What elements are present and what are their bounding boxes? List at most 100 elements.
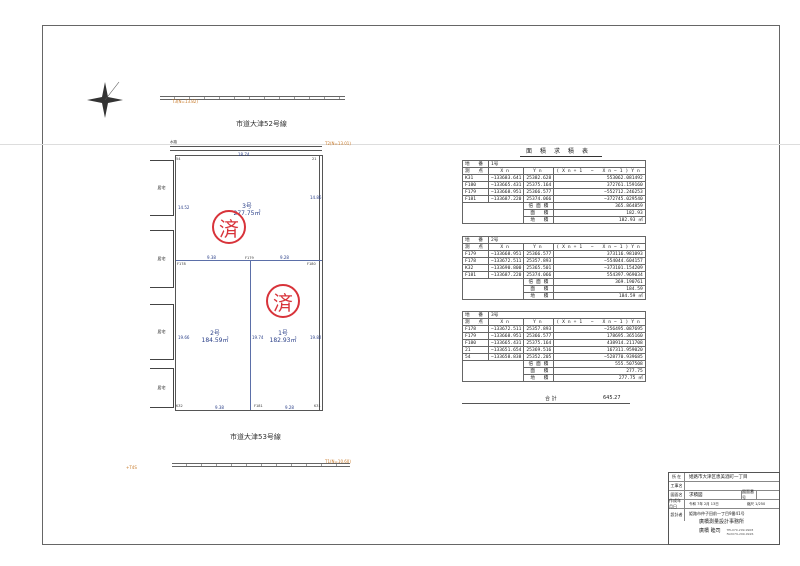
table-cell: F181 — [462, 195, 489, 203]
sum-number: 277.75 — [626, 368, 643, 374]
neighbor-house: 居宅 — [150, 304, 174, 360]
lot-name: 3号 — [242, 203, 252, 210]
table-cell: 25374.066 — [523, 271, 555, 279]
table-cell: F178 — [462, 325, 489, 333]
sum-value: 277.75 — [553, 367, 646, 375]
table-cell: 438914.211708 — [553, 339, 646, 347]
road-north-boundary — [170, 146, 322, 147]
table-cell: K32 — [462, 264, 489, 272]
table-cell: −372745.029540 — [553, 195, 646, 203]
table-cell: 25352.205 — [523, 353, 555, 361]
table-cell: −133651.654 — [487, 346, 525, 354]
table-cell: 554397.969034 — [553, 271, 646, 279]
road-south-label: 市道大津53号線 — [230, 433, 281, 441]
lot-outline — [175, 155, 323, 411]
marker-w: +T4S — [126, 465, 137, 470]
table-cell: 178695.365160 — [553, 332, 646, 340]
total-underline — [462, 403, 630, 404]
marker-nw: T3(N=13.82) — [172, 99, 198, 104]
lot-number-label: 地 番 — [462, 236, 489, 244]
sum-value: 182.93 — [553, 209, 646, 217]
column-header: 測 点 — [462, 167, 489, 175]
table-cell: 25365.501 — [523, 264, 555, 272]
sum-label: 面 積 — [523, 209, 555, 217]
blank-cell — [461, 202, 525, 224]
dim-right-2: 19.82 — [310, 335, 322, 340]
location-value: 姫路市大津区恵美酒町一丁目 — [689, 475, 748, 480]
location-label: 所 在 — [669, 473, 685, 481]
sum-label: 倍面積 — [523, 360, 555, 368]
table-cell: 25374.066 — [523, 195, 555, 203]
lot-area: 182.93㎡ — [269, 337, 297, 344]
table-cell: F180 — [462, 339, 489, 347]
approved-stamp: 済 — [212, 210, 246, 244]
lot-number-label: 地 番 — [462, 311, 489, 319]
table-cell: F178 — [462, 257, 489, 265]
sum-number: 184.59 — [626, 286, 643, 292]
point-label: F181 — [254, 404, 263, 408]
point-label: K32 — [176, 404, 183, 408]
column-header: Yn — [523, 318, 555, 326]
sum-label: 地 積 — [523, 216, 555, 224]
total-label: 合 計 — [545, 396, 557, 402]
road-south-edge — [172, 463, 350, 467]
dim-right: 14.86 — [310, 195, 322, 200]
table-cell: −554044.604157 — [553, 257, 646, 265]
table-cell: −133668.951 — [487, 188, 525, 196]
table-cell: −133668.951 — [487, 332, 525, 340]
number-label: 図面番号 — [741, 489, 757, 500]
table-cell: 25382.628 — [523, 174, 555, 182]
designer-office: 廣橋測量設計事務所 — [699, 519, 745, 525]
sum-value: 277.75 ㎡ — [553, 374, 646, 382]
table-cell: −133658.838 — [487, 353, 525, 361]
scale-value: 1/250 — [755, 502, 766, 506]
table-cell: F181 — [462, 271, 489, 279]
table-cell: −133690.800 — [487, 264, 525, 272]
sum-label: 地 積 — [523, 292, 555, 300]
sum-number: 182.93 — [626, 210, 643, 216]
sum-label: 面 積 — [523, 367, 555, 375]
blank-cell — [461, 278, 525, 300]
lot-number-label: 地 番 — [462, 160, 489, 168]
sum-number: 365.864859 — [615, 203, 643, 209]
blank-cell — [461, 360, 525, 382]
table-cell: F179 — [462, 332, 489, 340]
table-cell: 553062.081492 — [553, 174, 646, 182]
table-cell: −133665.431 — [487, 339, 525, 347]
point-label: F180 — [307, 262, 316, 266]
column-header: 測 点 — [462, 243, 489, 251]
dim-left: 14.52 — [178, 205, 190, 210]
dim-bot-left: 9.38 — [215, 405, 224, 410]
road-north-boundary — [170, 150, 322, 151]
lot-name: 1号 — [278, 330, 288, 337]
table-cell: −528770.939685 — [553, 353, 646, 361]
column-header: (Xn+1 − Xn−1)Yn — [553, 243, 646, 251]
sum-value: 365.864859 — [553, 202, 646, 210]
dim-top: 18.74 — [238, 152, 250, 157]
sum-value: 182.93 ㎡ — [553, 216, 646, 224]
table-cell: −133687.220 — [487, 195, 525, 203]
dim-bot-right: 9.28 — [285, 405, 294, 410]
table-cell: K31 — [462, 174, 489, 182]
table-cell: −256495.087695 — [553, 325, 646, 333]
fold-line — [0, 144, 800, 145]
lot-divider — [176, 260, 322, 261]
column-header: Xn — [487, 243, 525, 251]
neighbor-house: 居宅 — [150, 230, 174, 288]
table-cell: F179 — [462, 250, 489, 258]
sum-number: 277.75 — [618, 376, 636, 381]
table-cell: −133687.220 — [487, 271, 525, 279]
column-header: 測 点 — [462, 318, 489, 326]
neighbor-house: 居宅 — [150, 368, 174, 408]
